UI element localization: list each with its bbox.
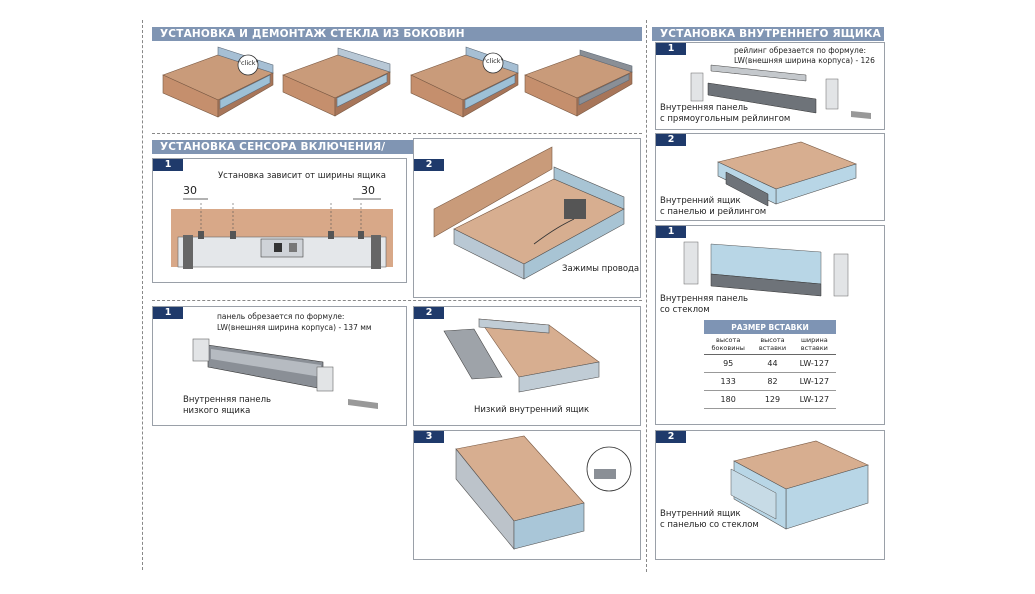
section-header-glass-install: УСТАНОВКА И ДЕМОНТАЖ СТЕКЛА ИЗ БОКОВИН <box>152 27 642 41</box>
inner-panel-glass-drawing <box>683 241 849 297</box>
step-badge: 1 <box>656 43 686 55</box>
click-label-1: "click" <box>238 59 259 67</box>
dashed-divider-middle <box>152 300 642 301</box>
step-badge: 1 <box>153 159 183 171</box>
glass-install-drawer-1 <box>162 46 274 118</box>
dashed-divider-top <box>152 133 642 134</box>
step-badge: 2 <box>656 431 686 443</box>
low-drawer-installed-drawing <box>455 435 632 550</box>
step-badge: 1 <box>656 226 686 238</box>
dashed-divider-left-edge <box>142 20 143 570</box>
low-drawer-panel-label-2: низкого ящика <box>183 406 251 416</box>
inner-drawer-glass-label-2: с панелью со стеклом <box>660 520 759 530</box>
low-drawer-formula-line-2: LW(внешняя ширина корпуса) - 137 мм <box>217 323 372 332</box>
low-drawer-panel-label-1: Внутренняя панель <box>183 395 272 405</box>
click-label-2: "click" <box>483 57 504 65</box>
step-badge: 1 <box>153 307 183 319</box>
inner-b-step-1-panel: 1 Внутренняя панель со стеклом РАЗМЕР ВС… <box>655 225 885 425</box>
sensor-step-1-panel: 1 Установка зависит от ширины ящика 30 3… <box>152 158 407 283</box>
inner-drawer-glass-label-1: Внутренний ящик <box>660 509 741 519</box>
inner-drawer-glass-drawing <box>730 440 869 530</box>
low-drawer-step-1-panel: 1 панель обрезается по формуле: LW(внешн… <box>152 306 407 426</box>
sensor-step-1-text: Установка зависит от ширины ящика <box>218 171 386 181</box>
dashed-divider-vertical <box>646 20 647 572</box>
step-badge: 3 <box>414 431 444 443</box>
inner-panel-railing-label-2: с прямоугольным рейлингом <box>660 114 791 124</box>
inner-b-step-2-panel: 2 Внутренний ящик с панелью со стеклом <box>655 430 885 560</box>
inner-panel-glass-label-1: Внутренняя панель <box>660 294 749 304</box>
glass-install-drawer-3 <box>410 46 519 118</box>
inner-a-step-1-panel: 1 рейлинг обрезается по формуле: LW(внеш… <box>655 42 885 130</box>
inner-panel-railing-label-1: Внутренняя панель <box>660 103 749 113</box>
low-drawer-formula-line-1: панель обрезается по формуле: <box>217 312 345 321</box>
dimension-right: 30 <box>361 184 375 197</box>
inner-drawer-railing-label-2: с панелью и рейлингом <box>660 207 767 217</box>
low-drawer-step-3-panel: 3 <box>413 430 641 560</box>
step-badge: 2 <box>414 159 444 171</box>
inner-panel-glass-label-2: со стеклом <box>660 305 710 315</box>
step-badge: 2 <box>414 307 444 319</box>
glass-install-drawer-4 <box>524 49 633 117</box>
insert-table-title: РАЗМЕР ВСТАВКИ <box>704 320 836 334</box>
low-drawer-label: Низкий внутренний ящик <box>474 405 590 415</box>
section-header-inner-drawer: УСТАНОВКА ВНУТРЕННЕГО ЯЩИКА <box>652 27 884 41</box>
low-drawer-panel-drawing <box>192 338 378 409</box>
inner-panel-railing-drawing <box>690 64 871 119</box>
low-drawer-step-2-panel: 2 Низкий внутренний ящик <box>413 306 641 426</box>
inner-drawer-railing-label-1: Внутренний ящик <box>660 196 741 206</box>
glass-install-drawer-2 <box>282 47 391 117</box>
wire-clamps-label: Зажимы провода <box>562 264 640 274</box>
sensor-drawer-drawing <box>433 146 625 280</box>
low-drawer-assembly-drawing <box>443 318 600 393</box>
dimension-left: 30 <box>183 184 197 197</box>
railing-formula-line-1: рейлинг обрезается по формуле: <box>734 46 866 55</box>
sensor-front-panel-drawing <box>171 198 393 269</box>
inner-a-step-2-panel: 2 Внутренний ящик с панелью и рейлингом <box>655 133 885 221</box>
step-badge: 2 <box>656 134 686 146</box>
inner-drawer-railing-drawing <box>717 141 857 207</box>
sensor-step-2-panel: 2 Зажимы провода <box>413 138 641 298</box>
